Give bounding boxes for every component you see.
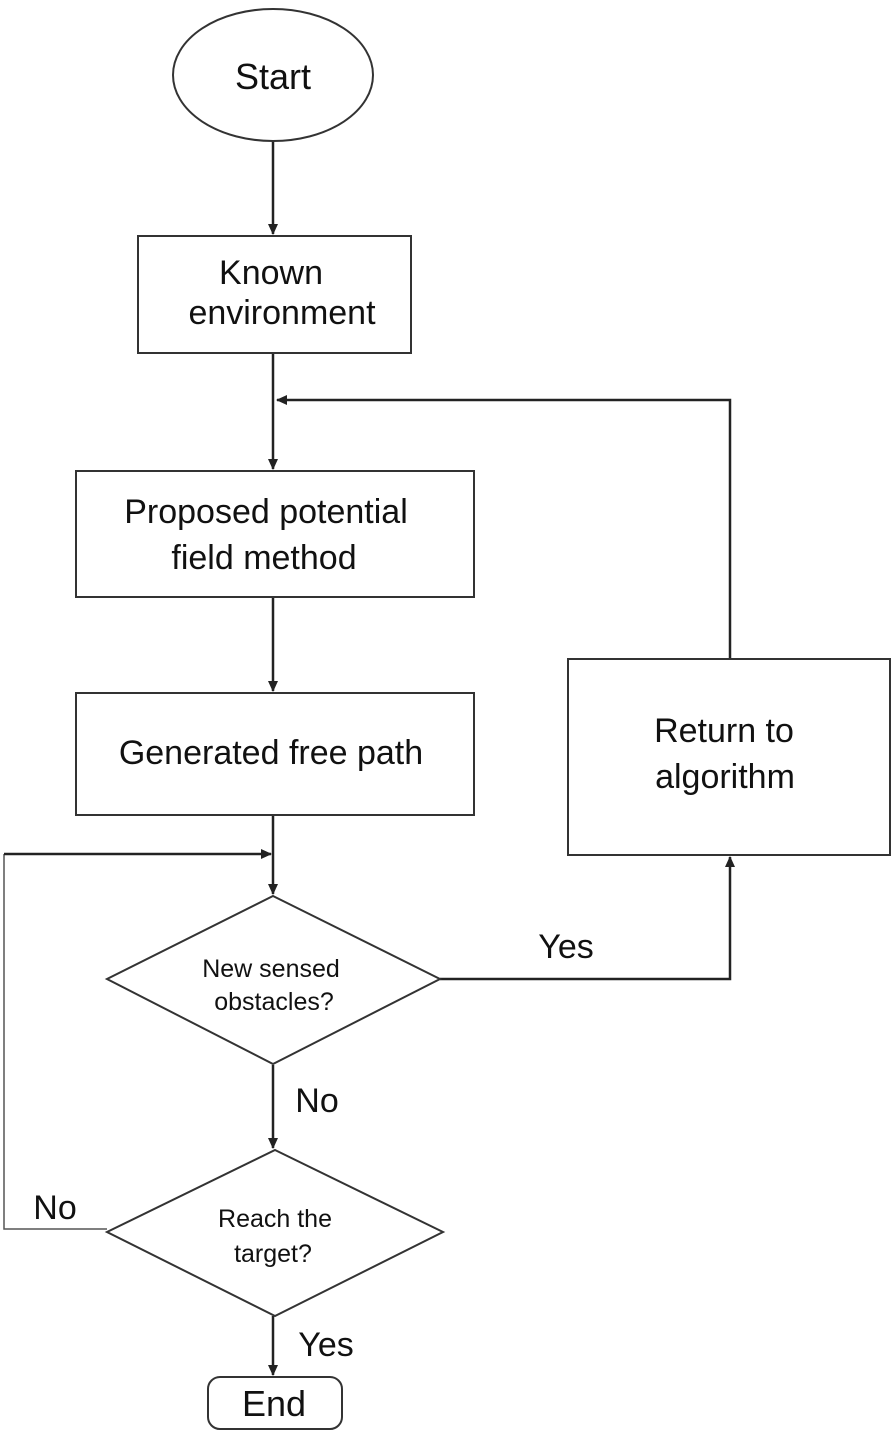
edge-return-loop-back xyxy=(276,395,732,658)
connectors xyxy=(3,140,735,1376)
edge-decision-yes-to-return xyxy=(440,856,735,981)
generated-path-label: Generated free path xyxy=(119,734,423,772)
known-environment-label-line2: environment xyxy=(188,294,376,332)
return-to-algorithm-label-line2: algorithm xyxy=(655,758,795,796)
edge-label-sensed-yes: Yes xyxy=(538,928,593,966)
new-sensed-obstacles-decision: New sensed obstacles? xyxy=(104,894,443,1066)
new-sensed-obstacles-label-line2: obstacles? xyxy=(214,988,334,1016)
edge-target-no-loop-back xyxy=(3,854,107,1230)
proposed-method-node: Proposed potential field method xyxy=(75,470,475,598)
generated-path-node: Generated free path xyxy=(75,692,475,816)
return-to-algorithm-node: Return to algorithm xyxy=(567,658,891,856)
end-label: End xyxy=(242,1383,306,1424)
proposed-method-label-line1: Proposed potential xyxy=(124,493,408,531)
edge-label-sensed-no: No xyxy=(295,1082,338,1120)
reach-target-decision: Reach the target? xyxy=(104,1148,446,1318)
return-to-algorithm-label-line1: Return to xyxy=(654,712,794,750)
edge-label-target-yes: Yes xyxy=(298,1326,353,1364)
edge-label-target-no: No xyxy=(33,1189,76,1227)
known-environment-label-line1: Known xyxy=(219,254,323,292)
new-sensed-obstacles-label-line1: New sensed xyxy=(202,955,340,983)
reach-target-label-line2: target? xyxy=(234,1240,312,1268)
start-label: Start xyxy=(235,56,311,97)
end-node: End xyxy=(207,1376,343,1430)
proposed-method-label-line2: field method xyxy=(171,539,356,577)
reach-target-label-line1: Reach the xyxy=(218,1205,332,1233)
known-environment-node: Known environment xyxy=(137,235,412,354)
start-node: Start xyxy=(172,8,374,142)
